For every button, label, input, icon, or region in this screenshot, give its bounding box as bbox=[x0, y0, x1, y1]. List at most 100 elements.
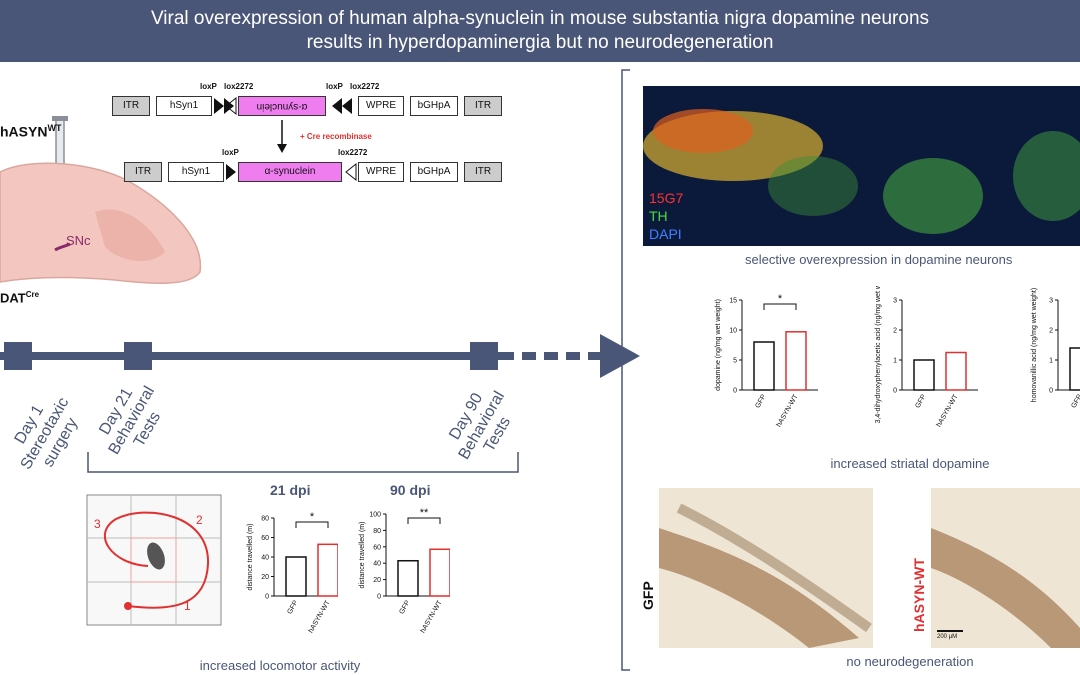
hasyn-label: hASYNWT bbox=[0, 123, 62, 140]
x-tick-label: GFP bbox=[398, 599, 411, 615]
datcre-label: DATCre bbox=[0, 290, 40, 306]
stain-caption: no neurodegeneration bbox=[846, 654, 974, 669]
loxp-left-label: loxP bbox=[200, 82, 217, 91]
y-tick-label: 40 bbox=[373, 561, 381, 568]
mouse-icon bbox=[147, 542, 165, 570]
y-tick-label: 0 bbox=[1049, 388, 1053, 395]
y-tick-label: 15 bbox=[729, 298, 737, 305]
hsyn1-bottom: hSyn1 bbox=[168, 162, 224, 182]
syringe-plunger-top bbox=[52, 116, 68, 121]
path-label-2: 2 bbox=[196, 513, 203, 527]
label-th: TH bbox=[649, 208, 668, 224]
significance-label: ** bbox=[420, 507, 429, 519]
timeline-marker-day21 bbox=[124, 342, 152, 370]
lox2272-left-label: lox2272 bbox=[224, 82, 254, 91]
y-tick-label: 3 bbox=[893, 298, 897, 305]
significance-bracket bbox=[295, 521, 329, 528]
stain-label-gfp: GFP bbox=[640, 581, 656, 610]
bar-gfp bbox=[285, 556, 307, 597]
timeline-marker-day90 bbox=[470, 342, 498, 370]
lox-sites-left-top bbox=[214, 96, 237, 116]
bar-gfp bbox=[1069, 347, 1080, 391]
open-field-arena: 3 2 1 bbox=[86, 494, 222, 626]
y-tick-label: 1 bbox=[1049, 358, 1053, 365]
locomotor-caption: increased locomotor activity bbox=[199, 658, 361, 673]
wpre-top: WPRE bbox=[358, 96, 404, 116]
itr-right-top: ITR bbox=[464, 96, 502, 116]
y-tick-label: 60 bbox=[373, 544, 381, 551]
stain-image-hasyn: 200 µM bbox=[931, 488, 1080, 648]
y-tick-label: 20 bbox=[373, 577, 381, 584]
hsyn1-top: hSyn1 bbox=[156, 96, 212, 116]
lox-sites-right-top bbox=[332, 98, 352, 114]
path-start-dot bbox=[124, 602, 132, 610]
scale-bar bbox=[937, 630, 963, 632]
label-dapi: DAPI bbox=[649, 226, 682, 242]
stain-texture-gfp bbox=[659, 488, 873, 648]
alpha-synuclein-forward: α-synuclein bbox=[238, 162, 342, 182]
y-tick-label: 40 bbox=[261, 555, 269, 562]
significance-bracket bbox=[763, 303, 797, 310]
right-panel-bracket bbox=[621, 69, 630, 671]
bar-hasyn-wt bbox=[429, 548, 450, 597]
down-arrow bbox=[277, 120, 287, 153]
loxp-right-label: loxP bbox=[326, 82, 343, 91]
bar-hasyn-wt bbox=[945, 351, 967, 391]
label-15g7: 15G7 bbox=[649, 190, 684, 206]
x-tick-label: hASYN-WT bbox=[308, 599, 333, 634]
wpre-bottom: WPRE bbox=[358, 162, 404, 182]
bar-gfp bbox=[397, 559, 419, 597]
y-axis-label: homovanillic acid (ng/mg wet weight) bbox=[1031, 288, 1038, 402]
x-tick-label: GFP bbox=[914, 393, 927, 409]
alpha-synuclein-inverted: α-synuclein bbox=[238, 96, 326, 116]
y-tick-label: 2 bbox=[893, 328, 897, 335]
lox2272-site-bottom bbox=[345, 162, 357, 182]
timeline bbox=[0, 334, 640, 378]
path-label-3: 3 bbox=[94, 517, 101, 531]
y-tick-label: 0 bbox=[265, 594, 269, 601]
cerebellum bbox=[95, 209, 165, 262]
chart-90dpi-title: 90 dpi bbox=[390, 482, 431, 498]
bar-hasyn-wt bbox=[317, 543, 338, 597]
fluorescence-micrograph: 15G7 TH DAPI bbox=[643, 86, 1080, 246]
bghpa-bottom: bGHpA bbox=[410, 162, 458, 182]
y-axis-label: dopamine (ng/mg wet weight) bbox=[715, 299, 722, 391]
x-tick-label: hASYN-WT bbox=[420, 599, 445, 634]
y-axis-label: distance travelled (m) bbox=[359, 522, 366, 589]
fluorescence-signal bbox=[643, 86, 1080, 246]
stain-image-gfp bbox=[659, 488, 873, 648]
x-tick-label: GFP bbox=[754, 393, 767, 409]
cre-recombinase-label: + Cre recombinase bbox=[300, 132, 372, 141]
striatal-caption: increased striatal dopamine bbox=[830, 456, 990, 471]
y-axis-label: 3,4-dihydroxyphenylacetic acid (ng/mg we… bbox=[875, 286, 882, 423]
significance-bracket bbox=[407, 517, 441, 524]
header-banner: Viral overexpression of human alpha-synu… bbox=[0, 0, 1080, 62]
x-tick-label: GFP bbox=[286, 599, 299, 615]
loxp-site-bottom bbox=[226, 164, 236, 180]
y-tick-label: 3 bbox=[1049, 298, 1053, 305]
y-tick-label: 0 bbox=[733, 388, 737, 395]
snc-region bbox=[54, 242, 71, 252]
y-tick-label: 5 bbox=[733, 358, 737, 365]
chart-21dpi-title: 21 dpi bbox=[270, 482, 311, 498]
itr-left-top: ITR bbox=[112, 96, 150, 116]
y-tick-label: 10 bbox=[729, 328, 737, 335]
header-title-line1: Viral overexpression of human alpha-synu… bbox=[150, 8, 930, 29]
loxp-bottom-label: loxP bbox=[222, 148, 239, 157]
itr-left-bottom: ITR bbox=[124, 162, 162, 182]
mouse-path bbox=[104, 511, 210, 609]
timeline-arrowhead bbox=[600, 334, 640, 378]
snc-label: SNc bbox=[66, 233, 91, 248]
bghpa-top: bGHpA bbox=[410, 96, 458, 116]
behavior-bracket bbox=[87, 452, 519, 473]
y-tick-label: 0 bbox=[377, 594, 381, 601]
y-tick-label: 0 bbox=[893, 388, 897, 395]
timeline-marker-day1 bbox=[4, 342, 32, 370]
header-title-line2: results in hyperdopaminergia but no neur… bbox=[306, 32, 774, 53]
y-tick-label: 100 bbox=[369, 512, 381, 519]
significance-label: * bbox=[778, 293, 783, 305]
